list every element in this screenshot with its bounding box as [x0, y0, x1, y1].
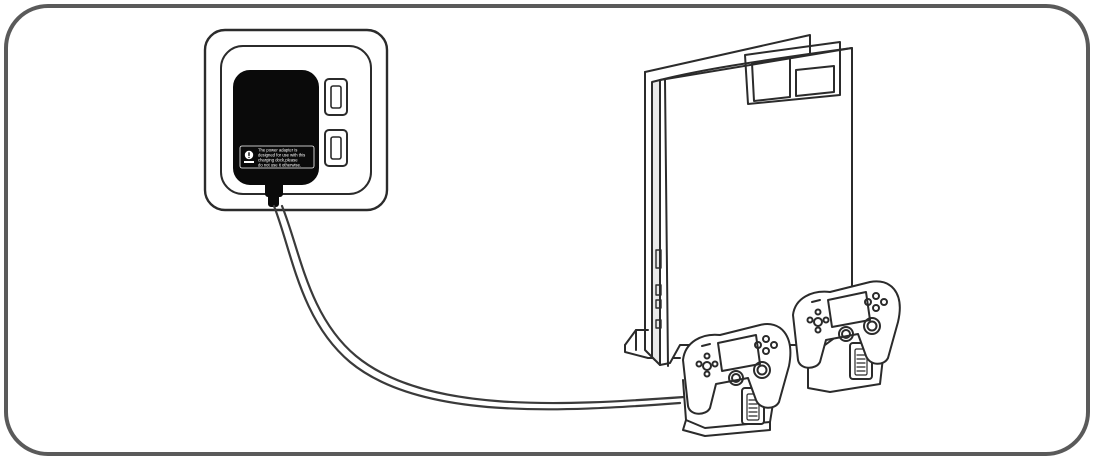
wall-outlet-icon — [203, 28, 389, 212]
adapter-warning-line-4: do not use it otherwise. — [258, 163, 301, 168]
warning-icon — [244, 150, 254, 163]
power-adapter-icon — [233, 70, 319, 207]
adapter-warning-line-1: The power adapter is — [258, 148, 297, 153]
diagram-frame — [4, 4, 1090, 456]
adapter-warning-line-2: designed for use with this — [258, 153, 305, 158]
usb-port-icon — [324, 129, 348, 167]
battery-icon — [854, 348, 868, 376]
console-icon — [644, 34, 853, 367]
power-cable — [272, 204, 686, 411]
adapter-warning-label: The power adapter is designed for use wi… — [239, 145, 315, 169]
usb-port-icon — [324, 78, 348, 116]
controller-icon — [682, 323, 792, 415]
adapter-warning-line-3: charging dock,please — [258, 158, 298, 163]
controller-icon — [792, 280, 901, 369]
